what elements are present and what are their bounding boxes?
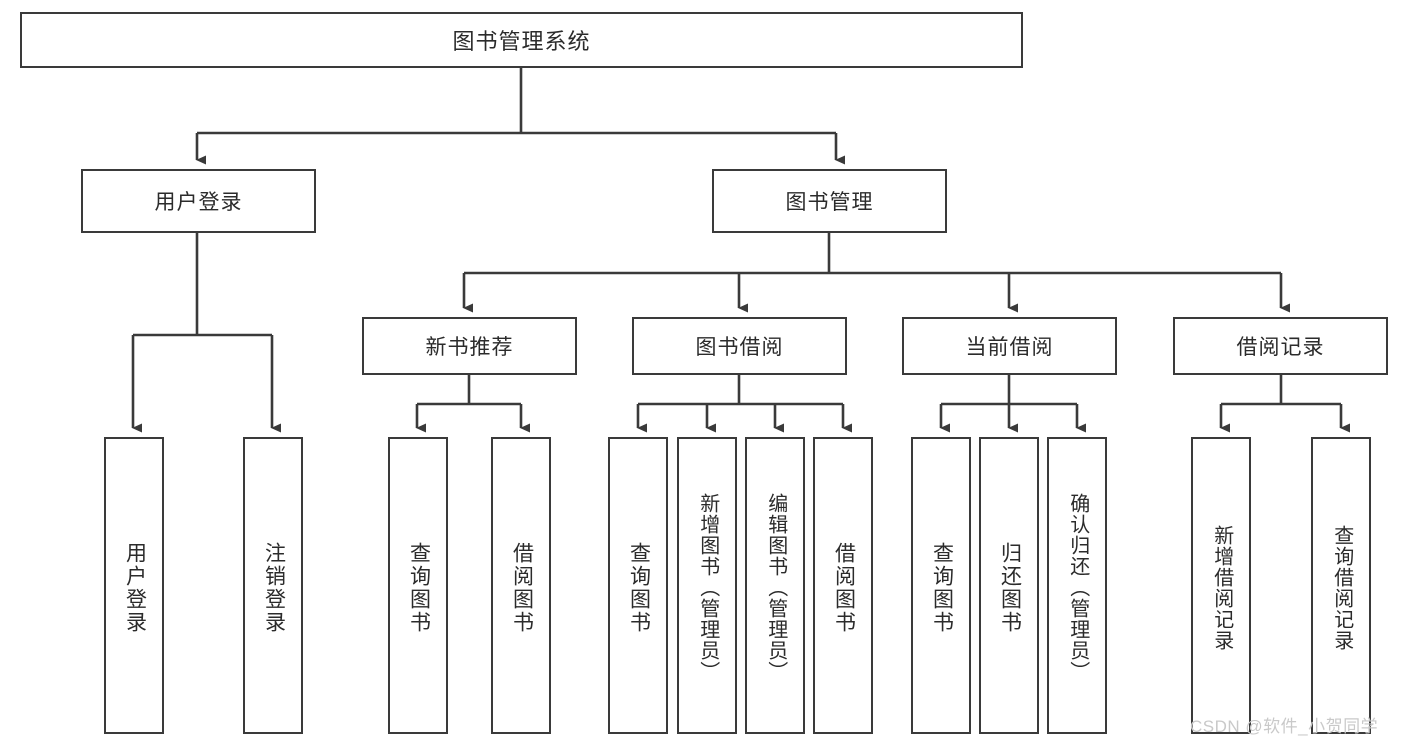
node-label: 查询图书: [930, 541, 954, 634]
leaf-add-borrow-record[interactable]: 新增借阅记录: [1191, 437, 1251, 734]
leaf-edit-book-admin[interactable]: 编辑图书（管理员）: [745, 437, 805, 734]
leaf-borrow-book[interactable]: 借阅图书: [813, 437, 873, 734]
leaf-user-login[interactable]: 用户登录: [104, 437, 164, 734]
node-label: 新增借阅记录: [1210, 524, 1233, 651]
leaf-add-book-admin[interactable]: 新增图书（管理员）: [677, 437, 737, 734]
node-new-book-recommend[interactable]: 新书推荐: [362, 317, 577, 375]
leaf-query-borrow-record[interactable]: 查询借阅记录: [1311, 437, 1371, 734]
node-label: 新书推荐: [425, 336, 514, 359]
node-book-management[interactable]: 图书管理: [712, 169, 947, 233]
leaf-confirm-return-admin[interactable]: 确认归还（管理员）: [1047, 437, 1107, 734]
leaf-borrow-book-recommend[interactable]: 借阅图书: [491, 437, 551, 734]
node-label: 新增图书（管理员）: [696, 493, 719, 682]
node-label: 归还图书: [998, 541, 1022, 634]
leaf-logout[interactable]: 注销登录: [243, 437, 303, 734]
node-label: 借阅记录: [1236, 336, 1325, 359]
leaf-return-book[interactable]: 归还图书: [979, 437, 1039, 734]
node-current-borrow[interactable]: 当前借阅: [902, 317, 1117, 375]
node-book-borrow[interactable]: 图书借阅: [632, 317, 847, 375]
node-label: 查询图书: [407, 541, 431, 634]
node-label: 确认归还（管理员）: [1066, 493, 1089, 682]
node-label: 编辑图书（管理员）: [764, 493, 787, 682]
node-borrow-record[interactable]: 借阅记录: [1173, 317, 1388, 375]
leaf-query-book-current[interactable]: 查询图书: [911, 437, 971, 734]
node-label: 当前借阅: [965, 336, 1054, 359]
node-label: 借阅图书: [510, 541, 534, 634]
leaf-query-book-recommend[interactable]: 查询图书: [388, 437, 448, 734]
node-label: 用户登录: [154, 191, 243, 214]
node-user-login[interactable]: 用户登录: [81, 169, 316, 233]
node-label: 图书管理: [785, 191, 874, 214]
node-label: 用户登录: [123, 541, 147, 634]
node-label: 查询图书: [627, 541, 651, 634]
node-label: 查询借阅记录: [1330, 524, 1353, 651]
node-label: 注销登录: [262, 541, 286, 634]
leaf-query-book-borrow[interactable]: 查询图书: [608, 437, 668, 734]
node-root-system[interactable]: 图书管理系统: [20, 12, 1023, 68]
node-label: 借阅图书: [832, 541, 856, 634]
node-label: 图书借阅: [695, 336, 784, 359]
node-label: 图书管理系统: [452, 29, 591, 54]
